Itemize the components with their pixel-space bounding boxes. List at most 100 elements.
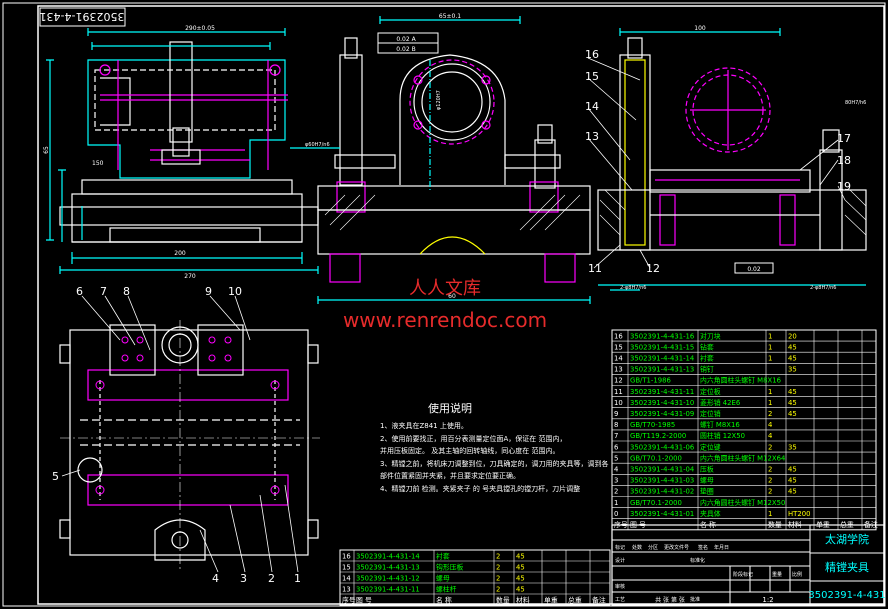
dim-base-width: 270 (184, 273, 196, 280)
table-cell: 1 (768, 332, 772, 340)
table-cell: 3502391-4-431-13 (356, 563, 420, 571)
table-cell: 15 (614, 343, 623, 351)
dim-bottom-w: 60 (448, 293, 456, 300)
tb-row1-1: 标记 (615, 544, 625, 551)
table-cell: 3502391-4-431-09 (630, 410, 694, 418)
table-cell: 3502391-4-431-10 (630, 399, 694, 407)
notes-line-4: 3、精镗之前，将机床刀调整到位，刀具确定的，调刀用的夹具等，调到各 (380, 459, 608, 468)
dim-right-b: 2-φ8H7/n6 (810, 285, 836, 291)
table-cell: 13 (342, 585, 351, 593)
table-cell: 0 (614, 510, 618, 518)
table-cell: 12 (614, 377, 623, 385)
table-cell: 内六角圆柱头螺钉 M12X64 (700, 453, 785, 462)
table-cell: 10 (614, 399, 623, 407)
balloon-15: 15 (585, 70, 599, 83)
balloon-14: 14 (585, 100, 599, 113)
table-cell: 4 (768, 432, 772, 440)
table-cell: 5 (614, 454, 618, 462)
table-header-cell: 总重 (568, 595, 582, 604)
tb-row1-5: 签名 (698, 544, 708, 551)
table-cell: 7 (614, 432, 618, 440)
table-cell: 14 (614, 355, 623, 363)
table-cell: 菱形销 42E6 (700, 398, 740, 407)
table-cell: 压板 (700, 465, 714, 474)
table-cell: 3502391-4-431-13 (630, 366, 694, 374)
table-cell: 定位销 (700, 409, 721, 418)
balloon-16: 16 (585, 48, 599, 61)
balloons-top: 16 15 14 13 17 18 19 11 12 (585, 48, 851, 275)
table-cell: 3502391-4-431-12 (356, 574, 420, 582)
tb-review: 审核 (615, 583, 625, 590)
table-cell: 3 (614, 477, 618, 485)
table-cell: 2 (768, 477, 772, 485)
gdt-right: 0.02 (747, 266, 761, 273)
dim-top-mid: 65±0.1 (439, 13, 461, 20)
table-cell: 螺柱杆 (436, 584, 457, 593)
dim-left-1: 65 (43, 146, 50, 154)
tb-scale-label: 比例 (792, 571, 802, 578)
balloon-5: 5 (52, 470, 59, 483)
table-cell: 45 (516, 552, 525, 560)
drawing-number: 3502391-4-431 (808, 590, 885, 601)
table-header-cell: 名 称 (436, 595, 452, 604)
dim-right-size: 80H7/h6 (845, 100, 866, 106)
table-cell: 8 (614, 421, 618, 429)
usage-notes: 使用说明 1、液夹具在Z841 上使用。 2、使用前要找正，用百分表测量定位面A… (380, 401, 608, 493)
title-block: 太湖学院 精镗夹具 3502391-4-431 1:2 共 张 第 张 标记 处… (611, 524, 886, 606)
table-cell: GB/T70.1-2000 (630, 499, 682, 507)
tb-row1-2: 处数 (632, 544, 642, 551)
table-cell: 1 (768, 388, 772, 396)
balloon-8: 8 (123, 285, 130, 298)
table-cell: 4 (614, 466, 618, 474)
table-cell: 45 (788, 388, 797, 396)
tb-standard: 标准化 (690, 557, 705, 564)
balloon-17: 17 (837, 132, 851, 145)
dim-mid: φ60H7/n6 (305, 142, 330, 148)
table-cell: 对刀块 (700, 331, 721, 340)
tb-row1-6: 年月日 (714, 544, 729, 551)
rotated-number-box: 3502391-4-431 (39, 7, 126, 27)
table-cell: 钻套 (700, 342, 714, 351)
tb-row1-3: 分区 (648, 544, 658, 551)
table-cell: 销钉 (700, 365, 714, 374)
section-view-right (597, 28, 867, 291)
table-cell: 45 (788, 488, 797, 496)
table-header-cell: 序号 (342, 595, 356, 604)
table-header-cell: 备注 (592, 595, 606, 604)
balloon-11: 11 (588, 262, 602, 275)
table-cell: 垫圈 (700, 487, 714, 496)
table-cell: 45 (516, 563, 525, 571)
table-cell: 1 (768, 399, 772, 407)
rotated-number: 3502391-4-431 (40, 10, 125, 23)
table-cell: 45 (516, 574, 525, 582)
balloon-9: 9 (205, 285, 212, 298)
table-cell: 3502391-4-431-01 (630, 510, 694, 518)
notes-line-6: 4、精镗刀前 检测。夹紧夹子 的 号夹具镗孔的镗刀杆，刀片调整 (380, 484, 580, 493)
dim-top-left: 290±0.05 (185, 25, 215, 32)
notes-title: 使用说明 (428, 401, 472, 415)
balloon-6: 6 (76, 285, 83, 298)
tb-process: 工艺 (615, 597, 625, 603)
table-cell: 2 (496, 585, 500, 593)
table-cell: 45 (788, 399, 797, 407)
table-cell: 16 (342, 552, 351, 560)
balloons-bottom: 6 7 8 9 10 5 4 3 2 1 (52, 285, 301, 585)
table-cell: 钩形压板 (436, 562, 463, 571)
balloon-10: 10 (228, 285, 242, 298)
table-cell: GB/T70.1-2000 (630, 454, 682, 462)
balloon-3: 3 (240, 572, 247, 585)
table-cell: 3502391-4-431-14 (356, 552, 420, 560)
table-cell: 3502391-4-431-03 (630, 477, 694, 485)
table-cell: 3502391-4-431-02 (630, 488, 694, 496)
table-cell: 1 (768, 510, 772, 518)
plan-view (59, 320, 320, 570)
balloon-4: 4 (212, 572, 219, 585)
table-cell: 3502391-4-431-16 (630, 332, 694, 340)
table-cell: 2 (496, 552, 500, 560)
table-cell: 圆柱销 12X50 (700, 431, 745, 440)
drawing-scale: 1:2 (762, 596, 773, 604)
dim-right-top: 100 (694, 25, 706, 32)
